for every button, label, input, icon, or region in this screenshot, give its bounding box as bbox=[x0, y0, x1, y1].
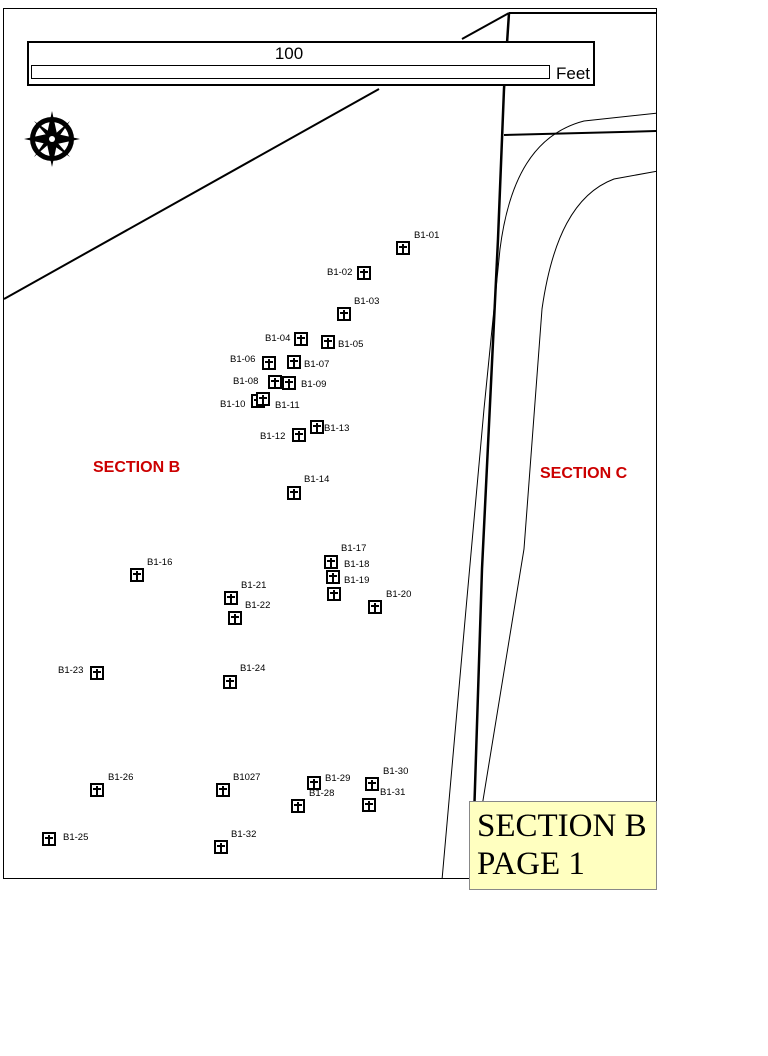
grave-marker-icon[interactable] bbox=[327, 587, 341, 601]
plot-label: B1-10 bbox=[220, 399, 246, 410]
plot-label: B1-08 bbox=[233, 376, 259, 387]
plot-label: B1-13 bbox=[324, 423, 350, 434]
grave-marker-icon[interactable] bbox=[216, 783, 230, 797]
plot-label: B1-29 bbox=[325, 773, 351, 784]
grave-marker-icon[interactable] bbox=[287, 486, 301, 500]
grave-marker-icon[interactable] bbox=[292, 428, 306, 442]
grave-marker-icon[interactable] bbox=[262, 356, 276, 370]
grave-marker-icon[interactable] bbox=[362, 798, 376, 812]
plot-label: B1-18 bbox=[344, 559, 370, 570]
plot-label: B1-20 bbox=[386, 589, 412, 600]
section-c-label: SECTION C bbox=[540, 465, 628, 482]
plot-label: B1-11 bbox=[275, 400, 300, 411]
plot-label: B1-16 bbox=[147, 557, 173, 568]
grave-marker-icon[interactable] bbox=[224, 591, 238, 605]
plot-label: B1-22 bbox=[245, 600, 271, 611]
grave-marker-icon[interactable] bbox=[214, 840, 228, 854]
page-label-section: SECTION B bbox=[477, 808, 647, 844]
plot-label: B1-14 bbox=[304, 474, 330, 485]
page-label-page: PAGE 1 bbox=[477, 846, 585, 882]
plot-label: B1-06 bbox=[230, 354, 256, 365]
grave-marker-icon[interactable] bbox=[337, 307, 351, 321]
compass-rose-icon bbox=[24, 111, 80, 167]
grave-marker-icon[interactable] bbox=[396, 241, 410, 255]
page-label-box: SECTION B PAGE 1 bbox=[469, 801, 657, 890]
grave-marker-icon[interactable] bbox=[368, 600, 382, 614]
plot-label: B1-26 bbox=[108, 772, 134, 783]
grave-marker-icon[interactable] bbox=[310, 420, 324, 434]
grave-marker-icon[interactable] bbox=[291, 799, 305, 813]
section-c-top-line bbox=[503, 130, 656, 136]
plot-label: B1-28 bbox=[309, 788, 335, 799]
scale-bar: 100 Feet bbox=[27, 41, 595, 86]
road-edge-left bbox=[441, 112, 656, 878]
scale-value: 100 bbox=[274, 44, 304, 63]
plot-label: B1-23 bbox=[58, 665, 84, 676]
plot-label: B1-17 bbox=[341, 543, 367, 554]
grave-marker-icon[interactable] bbox=[321, 335, 335, 349]
map-frame[interactable] bbox=[3, 8, 657, 879]
plot-label: B1-21 bbox=[241, 580, 267, 591]
plot-label: B1-05 bbox=[338, 339, 364, 350]
plot-label: B1-19 bbox=[344, 575, 370, 586]
road-diagonal-line bbox=[4, 88, 380, 300]
plot-label: B1-09 bbox=[301, 379, 327, 390]
plot-label: B1027 bbox=[233, 772, 261, 783]
grave-marker-icon[interactable] bbox=[307, 776, 321, 790]
grave-marker-icon[interactable] bbox=[294, 332, 308, 346]
road-edge-right bbox=[469, 170, 656, 878]
grave-marker-icon[interactable] bbox=[268, 375, 282, 389]
plot-label: B1-02 bbox=[327, 267, 353, 278]
plot-label: B1-31 bbox=[380, 787, 406, 798]
map-linework bbox=[4, 12, 656, 878]
plot-label: B1-04 bbox=[265, 333, 291, 344]
section-boundary-line bbox=[470, 12, 511, 878]
grave-marker-icon[interactable] bbox=[223, 675, 237, 689]
grave-marker-icon[interactable] bbox=[287, 355, 301, 369]
grave-marker-icon[interactable] bbox=[130, 568, 144, 582]
grave-marker-icon[interactable] bbox=[228, 611, 242, 625]
grave-marker-icon[interactable] bbox=[90, 783, 104, 797]
plot-label: B1-12 bbox=[260, 431, 286, 442]
plot-label: B1-07 bbox=[304, 359, 330, 370]
section-b-label: SECTION B bbox=[93, 459, 181, 476]
plot-label: B1-25 bbox=[63, 832, 89, 843]
grave-marker-icon[interactable] bbox=[326, 570, 340, 584]
grave-marker-icon[interactable] bbox=[365, 777, 379, 791]
plot-label: B1-30 bbox=[383, 766, 409, 777]
road-diagonal-upper-line bbox=[461, 12, 510, 40]
grave-marker-icon[interactable] bbox=[90, 666, 104, 680]
grave-marker-icon[interactable] bbox=[282, 376, 296, 390]
grave-marker-icon[interactable] bbox=[256, 392, 270, 406]
plot-label: B1-01 bbox=[414, 230, 440, 241]
plot-label: B1-32 bbox=[231, 829, 257, 840]
scale-unit: Feet bbox=[556, 64, 591, 83]
grave-marker-icon[interactable] bbox=[324, 555, 338, 569]
plot-label: B1-03 bbox=[354, 296, 380, 307]
scale-bar-graphic bbox=[31, 65, 550, 79]
plot-label: B1-24 bbox=[240, 663, 266, 674]
grave-marker-icon[interactable] bbox=[42, 832, 56, 846]
grave-marker-icon[interactable] bbox=[357, 266, 371, 280]
